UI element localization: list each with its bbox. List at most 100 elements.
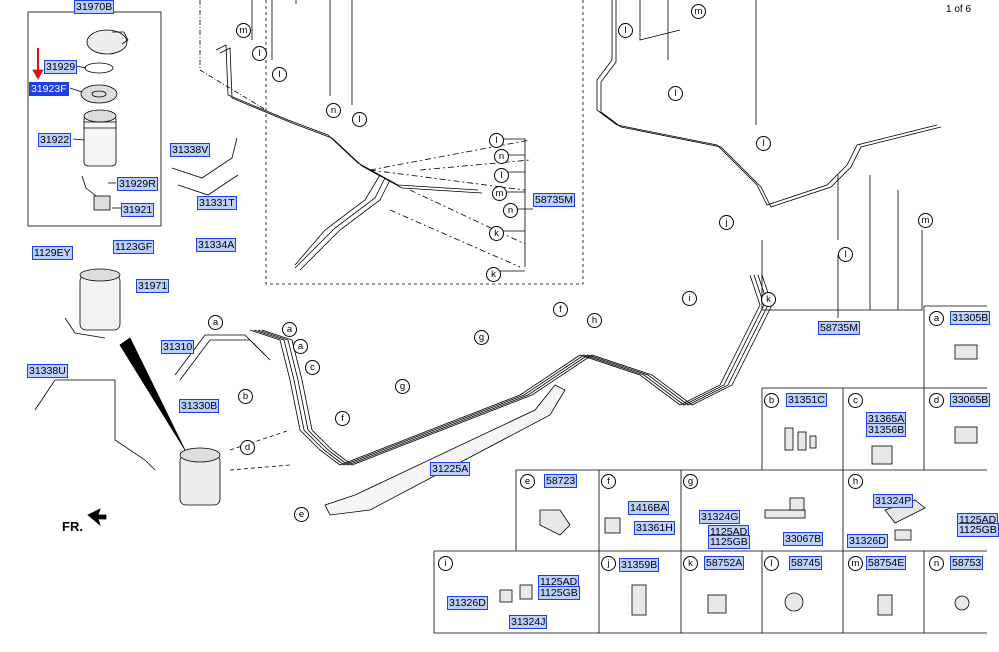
part-label-31305b[interactable]: 31305B [950, 311, 991, 325]
part-label-31970b[interactable]: 31970B [74, 0, 115, 14]
callout-m: m [918, 213, 933, 228]
part-label-31929[interactable]: 31929 [44, 60, 78, 74]
callout-k: k [761, 292, 776, 307]
table-header-k: k [683, 556, 698, 571]
part-label-31359b[interactable]: 31359B [619, 558, 660, 572]
callout-b: b [238, 389, 253, 404]
callout-l: l [668, 86, 683, 101]
table-header-g: g [683, 474, 698, 489]
part-label-1125gb[interactable]: 1125GB [538, 586, 580, 600]
part-label-31310[interactable]: 31310 [161, 340, 195, 354]
table-header-j: j [601, 556, 616, 571]
part-label-31330b[interactable]: 31330B [179, 399, 220, 413]
part-label-58735m[interactable]: 58735M [818, 321, 860, 335]
callout-f: f [335, 411, 350, 426]
callout-n: n [326, 103, 341, 118]
part-label-1129ey[interactable]: 1129EY [32, 246, 73, 260]
table-header-c: c [848, 393, 863, 408]
part-label-31326d[interactable]: 31326D [447, 596, 488, 610]
callout-e: e [294, 507, 309, 522]
part-label-31921[interactable]: 31921 [121, 203, 155, 217]
fuel-filter-assembly-drawing [80, 29, 129, 211]
callout-g: g [474, 330, 489, 345]
part-label-58745[interactable]: 58745 [789, 556, 823, 570]
callout-k: k [489, 226, 504, 241]
callout-m: m [691, 4, 706, 19]
fuel-heater-drawing [64, 268, 121, 339]
part-label-58753[interactable]: 58753 [950, 556, 984, 570]
part-label-58752a[interactable]: 58752A [704, 556, 745, 570]
part-thumbnails [499, 344, 978, 616]
part-label-31324g[interactable]: 31324G [699, 510, 741, 524]
part-label-1416ba[interactable]: 1416BA [628, 501, 670, 515]
parts-table-grid [433, 305, 987, 634]
table-header-d: d [929, 393, 944, 408]
part-label-31324p[interactable]: 31324P [873, 494, 914, 508]
callout-c: c [305, 360, 320, 375]
part-label-1125ad[interactable]: 1125AD [538, 575, 580, 589]
table-header-f: f [601, 474, 616, 489]
callout-a: a [282, 322, 297, 337]
table-header-m: m [848, 556, 863, 571]
part-label-58723[interactable]: 58723 [544, 474, 578, 488]
part-label-31971[interactable]: 31971 [136, 279, 170, 293]
right-pipe-bundle [596, 0, 942, 240]
callout-l: l [489, 133, 504, 148]
callout-l: l [838, 247, 853, 262]
main-fuel-line [249, 274, 773, 466]
callout-j: j [719, 215, 734, 230]
part-label-31326d[interactable]: 31326D [847, 534, 888, 548]
page-indicator: 1 of 6 [946, 4, 972, 15]
callout-g: g [395, 379, 410, 394]
lower-fuel-filter-drawing [179, 447, 221, 506]
part-label-31929r[interactable]: 31929R [117, 177, 158, 191]
table-header-n: n [929, 556, 944, 571]
part-label-1123gf[interactable]: 1123GF [113, 240, 155, 254]
callout-n: n [503, 203, 518, 218]
part-label-1125gb[interactable]: 1125GB [708, 535, 750, 549]
callout-n: n [494, 149, 509, 164]
callout-d: d [240, 440, 255, 455]
red-arrow-head [32, 69, 44, 80]
part-label-31356b[interactable]: 31356B [866, 423, 907, 437]
pointer-wedge [119, 337, 186, 451]
part-label-31338v[interactable]: 31338V [170, 143, 211, 157]
part-label-31338u[interactable]: 31338U [27, 364, 68, 378]
callout-i: i [682, 291, 697, 306]
callout-m: m [492, 186, 507, 201]
part-label-58754e[interactable]: 58754E [866, 556, 907, 570]
part-label-31351c[interactable]: 31351C [786, 393, 827, 407]
callout-l: l [618, 23, 633, 38]
table-header-e: e [520, 474, 535, 489]
part-label-58735m[interactable]: 58735M [533, 193, 575, 207]
callout-k: k [486, 267, 501, 282]
upper-pipe-bundle [215, 0, 483, 271]
table-header-i: i [438, 556, 453, 571]
table-header-a: a [929, 311, 944, 326]
part-label-31225a[interactable]: 31225A [430, 462, 471, 476]
part-label-1125gb[interactable]: 1125GB [957, 523, 999, 537]
callout-f: f [553, 302, 568, 317]
callout-a: a [208, 315, 223, 330]
table-header-b: b [764, 393, 779, 408]
callout-l: l [272, 67, 287, 82]
skid-plate [324, 384, 566, 516]
front-label: FR. [62, 519, 83, 534]
part-label-31922[interactable]: 31922 [38, 133, 72, 147]
table-header-h: h [848, 474, 863, 489]
callout-l: l [494, 168, 509, 183]
callout-h: h [587, 313, 602, 328]
part-label-31923f[interactable]: 31923F [29, 82, 69, 96]
part-label-31331t[interactable]: 31331T [197, 196, 237, 210]
table-header-l: l [764, 556, 779, 571]
part-label-31324j[interactable]: 31324J [509, 615, 548, 629]
part-label-31334a[interactable]: 31334A [196, 238, 237, 252]
callout-l: l [756, 136, 771, 151]
part-label-33065b[interactable]: 33065B [950, 393, 991, 407]
callout-a: a [293, 339, 308, 354]
part-label-31361h[interactable]: 31361H [634, 521, 675, 535]
part-label-33067b[interactable]: 33067B [783, 532, 824, 546]
callout-l: l [252, 46, 267, 61]
callout-m: m [236, 23, 251, 38]
